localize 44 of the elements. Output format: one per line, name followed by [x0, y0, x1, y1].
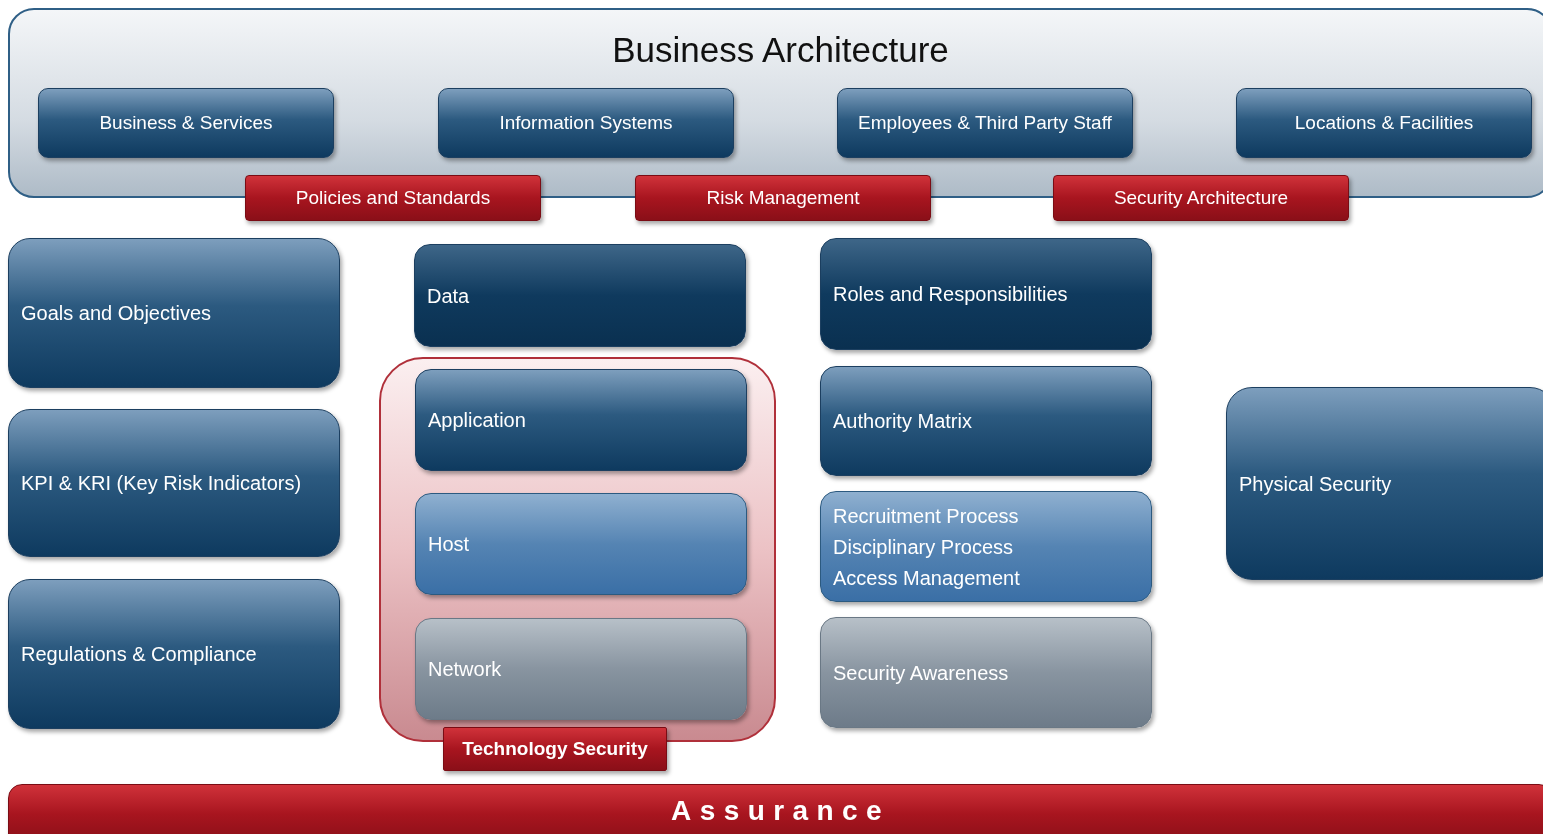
node-text: Goals and Objectives — [21, 301, 213, 326]
node-text: Physical Security — [1239, 471, 1393, 497]
group-label: Technology Security — [443, 727, 667, 771]
node-text: KPI & KRI (Key Risk Indicators) — [21, 471, 303, 496]
node-text: Employees & Third Party Staff — [858, 111, 1112, 135]
node-text: Disciplinary Process — [833, 534, 1015, 560]
governance-box — [1053, 175, 1349, 221]
domain-box — [837, 88, 1133, 158]
process-box — [820, 491, 1152, 602]
process-box — [8, 579, 340, 729]
process-box — [820, 366, 1152, 476]
process-box — [8, 409, 340, 557]
domain-box — [438, 88, 734, 158]
process-box — [415, 493, 747, 595]
node-text: Data — [427, 283, 471, 309]
node-text: Host — [428, 532, 471, 557]
process-box — [415, 618, 747, 720]
process-box — [415, 369, 747, 471]
node-text: Authority Matrix — [833, 409, 973, 434]
node-text: Application — [428, 408, 527, 433]
foundation-bar — [8, 784, 1543, 834]
node-text: Policies and Standards — [295, 186, 491, 210]
node-text: Business Architecture — [612, 29, 949, 71]
node-text: Network — [428, 657, 503, 682]
domain-box — [38, 88, 334, 158]
domain-box — [1236, 88, 1532, 158]
node-text: Access Management — [833, 565, 1021, 591]
node-text: Assurance — [671, 794, 890, 828]
node-text: Roles and Responsibilities — [833, 282, 1069, 307]
governance-box — [245, 175, 541, 221]
node-text: Locations & Facilities — [1294, 111, 1474, 135]
process-box — [8, 238, 340, 388]
node-text: Business & Services — [99, 111, 273, 135]
process-box — [1226, 387, 1543, 580]
node-text: Security Awareness — [833, 660, 1010, 686]
process-box — [414, 244, 746, 347]
process-box — [820, 617, 1152, 728]
node-text: Recruitment Process — [833, 503, 1020, 529]
node-text: Risk Management — [706, 186, 860, 210]
process-box — [820, 238, 1152, 350]
node-text: Information Systems — [499, 111, 673, 135]
node-text: Regulations & Compliance — [21, 642, 258, 667]
governance-box — [635, 175, 931, 221]
node-text: Security Architecture — [1113, 186, 1289, 210]
